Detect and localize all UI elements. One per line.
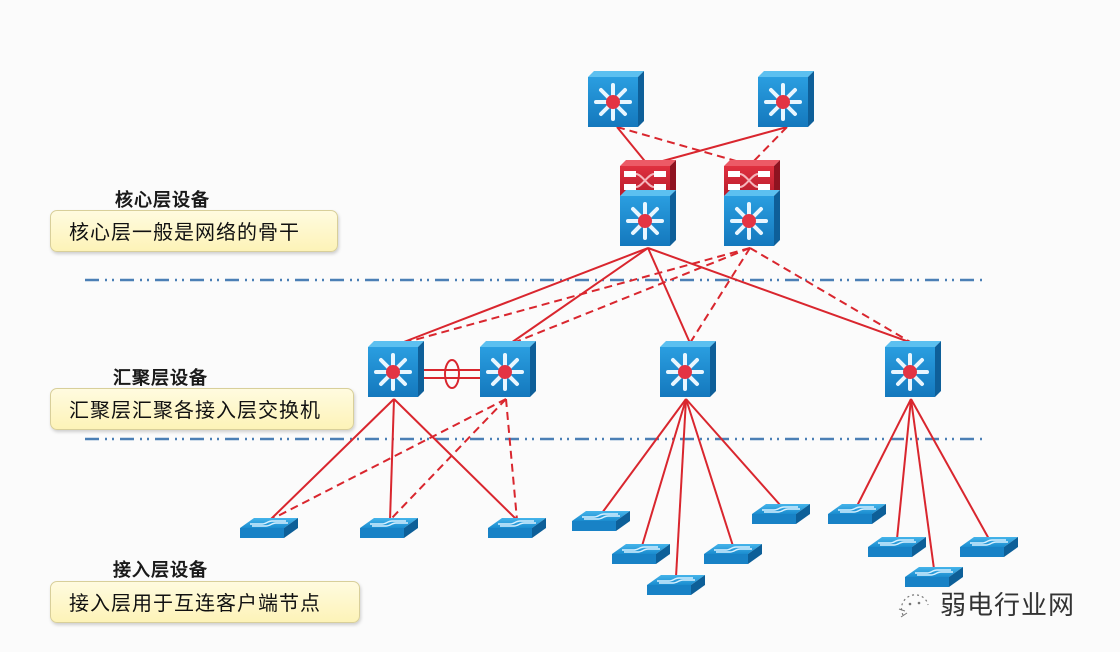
core-distribution-switch-1[interactable] — [618, 188, 678, 248]
distribution-layer-title: 汇聚层设备 — [113, 368, 208, 389]
dist-switch-4[interactable] — [883, 339, 943, 399]
access-switch[interactable] — [646, 574, 706, 596]
access-layer-description: 接入层用于互连客户端节点 — [50, 581, 360, 623]
access-switch[interactable] — [611, 543, 671, 565]
core-switch-2[interactable] — [756, 69, 816, 129]
access-switch[interactable] — [904, 566, 964, 588]
dist-switch-3[interactable] — [658, 339, 718, 399]
access-layer-title: 接入层设备 — [113, 560, 208, 581]
access-switch[interactable] — [703, 543, 763, 565]
core-layer-title: 核心层设备 — [115, 190, 210, 211]
access-switch[interactable] — [867, 536, 927, 558]
access-switch[interactable] — [239, 517, 299, 539]
distribution-to-access-links — [269, 398, 990, 578]
dist-switch-1[interactable] — [366, 339, 426, 399]
access-switch[interactable] — [487, 517, 547, 539]
dist-switch-2[interactable] — [478, 339, 538, 399]
watermark: 弱电行业网 — [940, 591, 1076, 621]
distribution-layer-description: 汇聚层汇聚各接入层交换机 — [50, 388, 354, 430]
core-links — [616, 126, 788, 166]
core-to-distribution-links — [395, 247, 913, 346]
wechat-logo-icon — [898, 594, 929, 618]
etherchannel-link — [420, 359, 482, 389]
core-layer-description: 核心层一般是网络的骨干 — [50, 210, 338, 252]
access-switch[interactable] — [751, 503, 811, 525]
access-switch[interactable] — [827, 503, 887, 525]
access-switch[interactable] — [359, 517, 419, 539]
core-distribution-switch-2[interactable] — [722, 188, 782, 248]
core-switch-1[interactable] — [586, 69, 646, 129]
access-switch[interactable] — [571, 510, 631, 532]
access-switch[interactable] — [959, 536, 1019, 558]
